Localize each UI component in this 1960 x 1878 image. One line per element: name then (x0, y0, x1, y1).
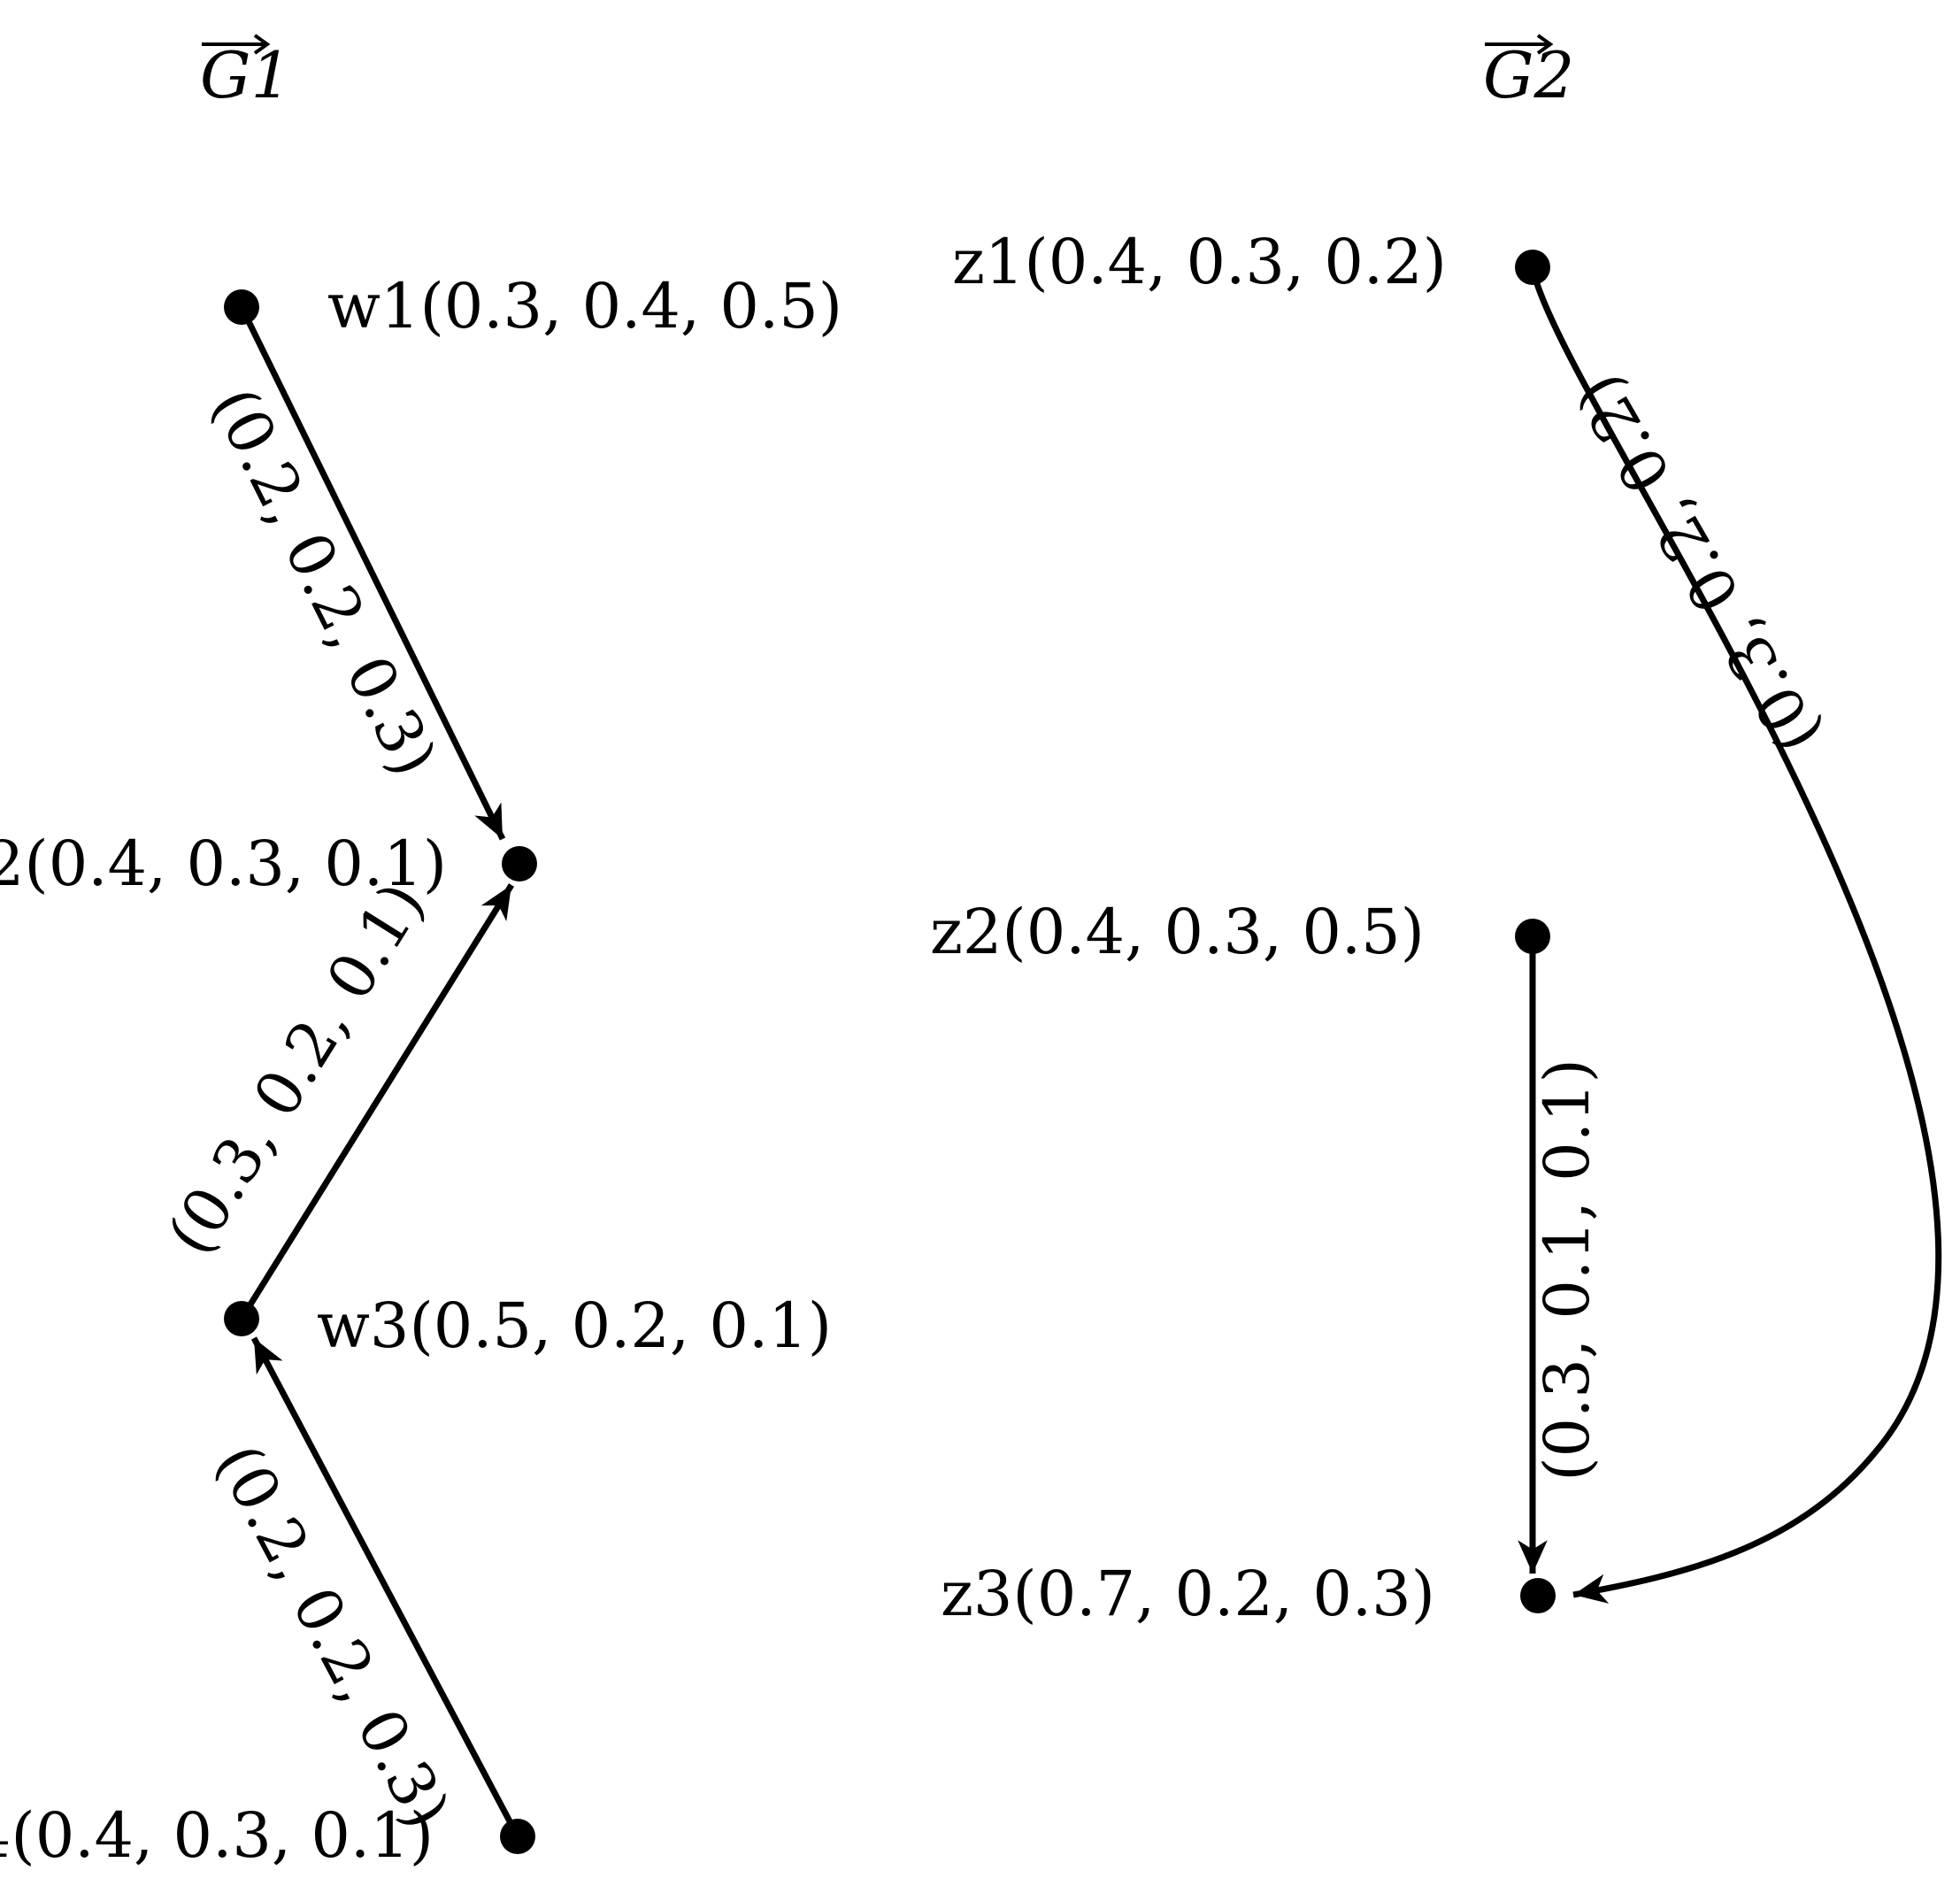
node-w1 (224, 289, 259, 325)
node-w3 (224, 1301, 259, 1336)
node-label-w4: w4(0.4, 0.3, 0.1) (0, 1799, 434, 1872)
edge-z1-z3 (1529, 266, 1942, 1604)
graph-g1-title: G1 (200, 34, 291, 112)
node-label-z3: z3(0.7, 0.2, 0.3) (941, 1558, 1435, 1630)
graph-title: G2 (1483, 38, 1574, 112)
edge-label-w1-w2: (0.2, 0.2, 0.3) (197, 376, 450, 787)
node-label-z1: z1(0.4, 0.3, 0.2) (952, 226, 1447, 298)
node-z1 (1515, 250, 1550, 285)
node-w2 (502, 846, 537, 881)
edge-label-z1-z3: (0.3, 0.2, 0.2) (1561, 363, 1835, 766)
node-label-z2: z2(0.4, 0.3, 0.5) (930, 896, 1425, 968)
graph-title: G1 (200, 38, 291, 112)
edge-label-z2-z3: (0.3, 0.1, 0.1) (1531, 1058, 1603, 1482)
node-z3 (1520, 1578, 1556, 1613)
edge-w1-w2 (238, 305, 506, 841)
node-w4 (500, 1819, 535, 1854)
node-label-w3: w3(0.5, 0.2, 0.1) (317, 1289, 832, 1362)
edge-w4-w3 (250, 1336, 521, 1838)
node-label-w2: w2(0.4, 0.3, 0.1) (0, 827, 447, 900)
edge-w3-w2 (239, 883, 514, 1320)
node-label-w1: w1(0.3, 0.4, 0.5) (327, 270, 842, 343)
node-z2 (1515, 919, 1550, 954)
graph-g2-title: G2 (1483, 34, 1574, 112)
